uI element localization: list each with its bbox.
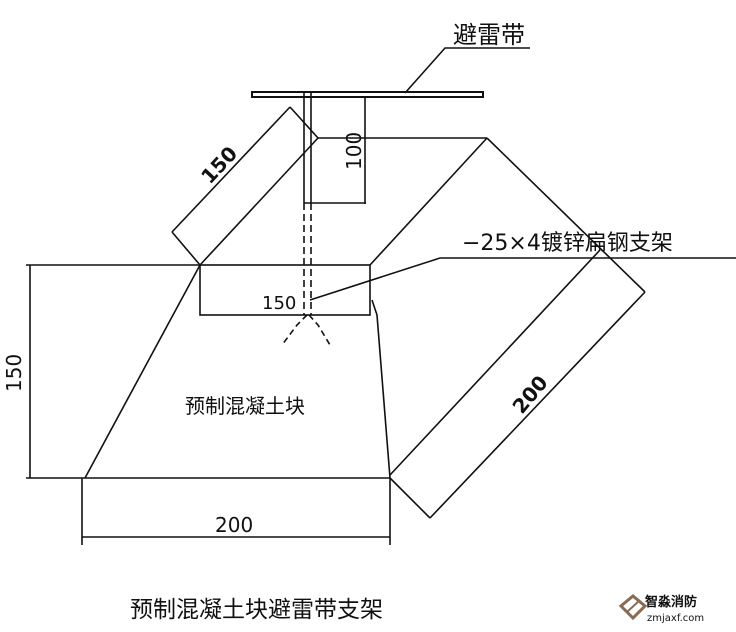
block-right-edge: [371, 299, 391, 479]
dim-200-slant-ext1: [486, 137, 646, 293]
block-label: 预制混凝土块: [185, 394, 305, 418]
dim-200-slant-line: [429, 291, 646, 519]
dim-150-slant-text: 150: [196, 142, 242, 189]
strip-label: 避雷带: [453, 21, 525, 49]
bracket-leader: [309, 257, 736, 301]
inner-dim-text: 150: [262, 293, 296, 314]
bracket-right-edge: [369, 137, 488, 266]
bracket-left-edge: [199, 137, 319, 266]
block-left-edge: [84, 264, 201, 479]
watermark-name: 智淼消防: [645, 594, 697, 610]
lightning-strip-bar: [251, 91, 484, 98]
dim-bottom-text: 200: [215, 513, 253, 537]
bracket-lower-edge: [389, 249, 601, 476]
rod-anchor-left: [281, 314, 308, 346]
watermark-logo-icon: [618, 594, 648, 621]
dim-150-slant-ext1: [171, 231, 201, 266]
dim-150-slant-line: [171, 106, 291, 233]
dim-200-slant-ext2: [389, 477, 431, 519]
block-top: [199, 264, 371, 316]
dim-150-slant-ext2: [289, 106, 319, 139]
bracket-spec-label: −25×4镀锌扁钢支架: [462, 231, 673, 256]
dim-200-slant-text: 200: [507, 371, 552, 418]
caption: 预制混凝土块避雷带支架: [130, 597, 383, 623]
strip-leader: [404, 47, 530, 94]
dim-left-text: 150: [2, 354, 26, 392]
watermark-url: zmjaxf.com: [647, 613, 704, 624]
rod-anchor-right: [308, 314, 331, 346]
